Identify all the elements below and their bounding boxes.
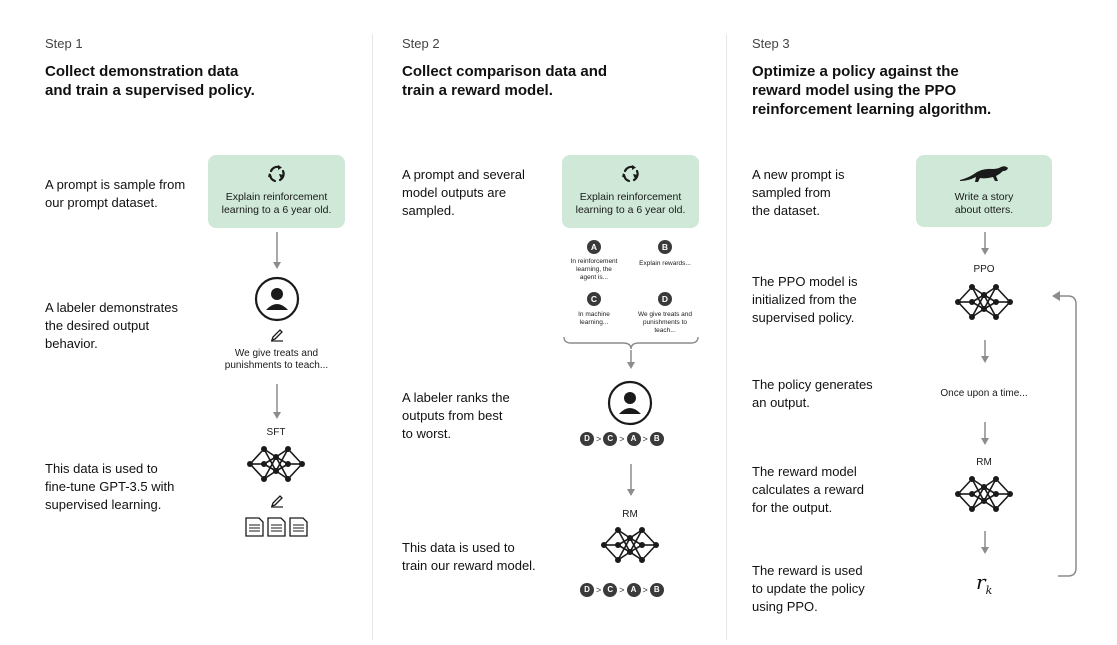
output-d-badge: D: [658, 292, 672, 306]
step2-label: Step 2: [402, 36, 440, 51]
rank-item: D: [580, 432, 594, 446]
recycle-icon: [268, 165, 285, 183]
labeler-avatar-icon: [254, 276, 300, 322]
output-b-badge: B: [658, 240, 672, 254]
step3-output-text: Once upon a time...: [940, 388, 1028, 399]
step3-label: Step 3: [752, 36, 790, 51]
pencil-icon: [270, 329, 283, 342]
rank-item: C: [603, 583, 618, 597]
ranking-row: D> C> A> B: [580, 583, 664, 597]
rank-item: A: [626, 583, 641, 597]
arrow-down: [273, 384, 281, 419]
step1-sft-label: SFT: [266, 427, 286, 438]
otter-icon: [960, 166, 1008, 182]
arrow-down: [627, 464, 635, 496]
step1-prompt-box: Explain reinforcement learning to a 6 ye…: [208, 155, 345, 228]
labeler-avatar-icon: [607, 380, 653, 426]
column-divider-1: [372, 34, 373, 640]
column-divider-2: [726, 34, 727, 640]
pencil-icon: [270, 495, 283, 508]
neural-network-icon: [955, 284, 1013, 320]
step3-ppo-label: PPO: [973, 264, 995, 275]
rank-item: C: [603, 432, 618, 446]
step1-title: Collect demonstration data and train a s…: [45, 63, 255, 99]
neural-network-icon: [247, 446, 305, 482]
step1-label: Step 1: [45, 36, 83, 51]
neural-network-icon: [955, 476, 1013, 512]
neural-network-icon: [601, 527, 659, 563]
rank-item: B: [649, 432, 664, 446]
arrow-down: [981, 232, 989, 255]
arrow-down: [981, 422, 989, 445]
step2-prompt-box: Explain reinforcement learning to a 6 ye…: [562, 155, 699, 228]
documents-icon: [245, 517, 308, 537]
ranking-row: D> C> A> B: [580, 432, 664, 446]
arrow-down: [981, 531, 989, 554]
rank-item: B: [649, 583, 664, 597]
arrow-down: [627, 350, 635, 369]
recycle-icon: [622, 165, 639, 183]
reward-symbol: rk: [976, 570, 993, 597]
step3-prompt-box: Write a story about otters.: [916, 155, 1052, 227]
step3-rm-label: RM: [976, 457, 992, 468]
output-a-badge: A: [587, 240, 601, 254]
feedback-loop-arrow: [1052, 291, 1077, 577]
rank-item: D: [580, 583, 594, 597]
brace-icon: [563, 336, 699, 350]
arrow-down: [981, 340, 989, 363]
step2-rm-label: RM: [622, 509, 638, 520]
output-c-badge: C: [587, 292, 601, 306]
rank-item: A: [626, 432, 641, 446]
output-b-text: Explain rewards...: [639, 260, 691, 267]
arrow-down: [273, 232, 281, 269]
